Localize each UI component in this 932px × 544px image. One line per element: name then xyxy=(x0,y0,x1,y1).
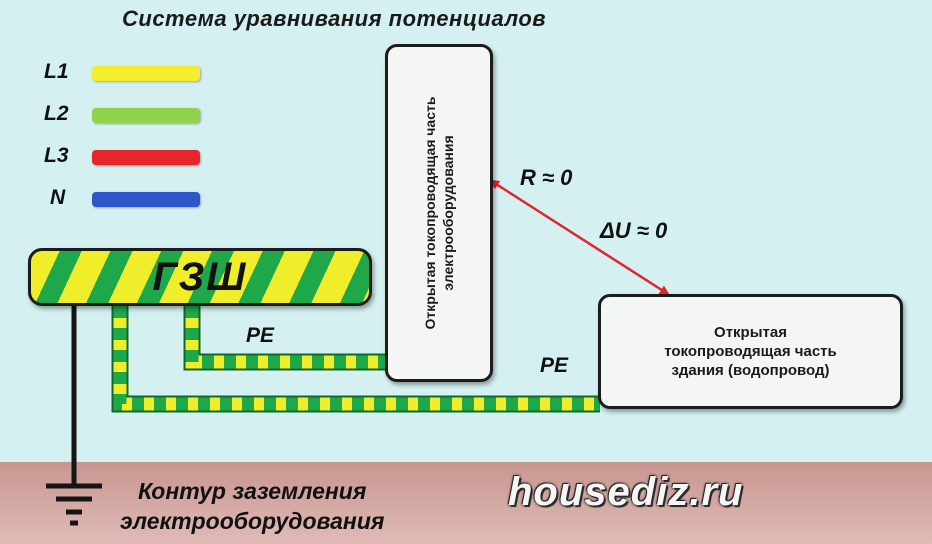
diagram-title: Система уравнивания потенциалов xyxy=(122,6,547,31)
ground-contour-label: Контур заземления электрооборудования xyxy=(120,478,385,534)
equipment-box-text: Открытая токопроводящая часть электрообо… xyxy=(422,96,456,330)
legend-bar-l2 xyxy=(92,108,200,123)
ground-symbol-icon xyxy=(46,483,102,526)
pe-wire-equipment xyxy=(183,306,388,371)
equipment-box: Открытая токопроводящая часть электрообо… xyxy=(385,44,493,382)
legend-label-l2: L2 xyxy=(44,102,69,125)
legend-label-n: N xyxy=(50,186,66,209)
building-box-text: Открытая токопроводящая часть здания (во… xyxy=(664,324,837,379)
resistance-label: R ≈ 0 xyxy=(520,165,573,190)
legend-bar-n xyxy=(92,192,200,207)
pe-label-equipment: PE xyxy=(246,324,275,347)
ground-band xyxy=(0,462,932,544)
legend-label-l1: L1 xyxy=(44,60,69,83)
main-ground-bus: ГЗШ xyxy=(28,248,372,306)
pe-label-building: PE xyxy=(540,354,569,377)
legend-bar-l3 xyxy=(92,150,200,165)
potential-arrow xyxy=(489,179,670,296)
pe-wire-building xyxy=(111,306,600,413)
building-box: Открытая токопроводящая часть здания (во… xyxy=(598,294,903,409)
watermark-logo: housediz.ru xyxy=(508,470,744,514)
legend-bar-l1 xyxy=(92,66,200,81)
legend-label-l3: L3 xyxy=(44,144,69,167)
main-ground-bus-label: ГЗШ xyxy=(152,254,248,299)
voltage-label: ΔU ≈ 0 xyxy=(600,218,668,243)
